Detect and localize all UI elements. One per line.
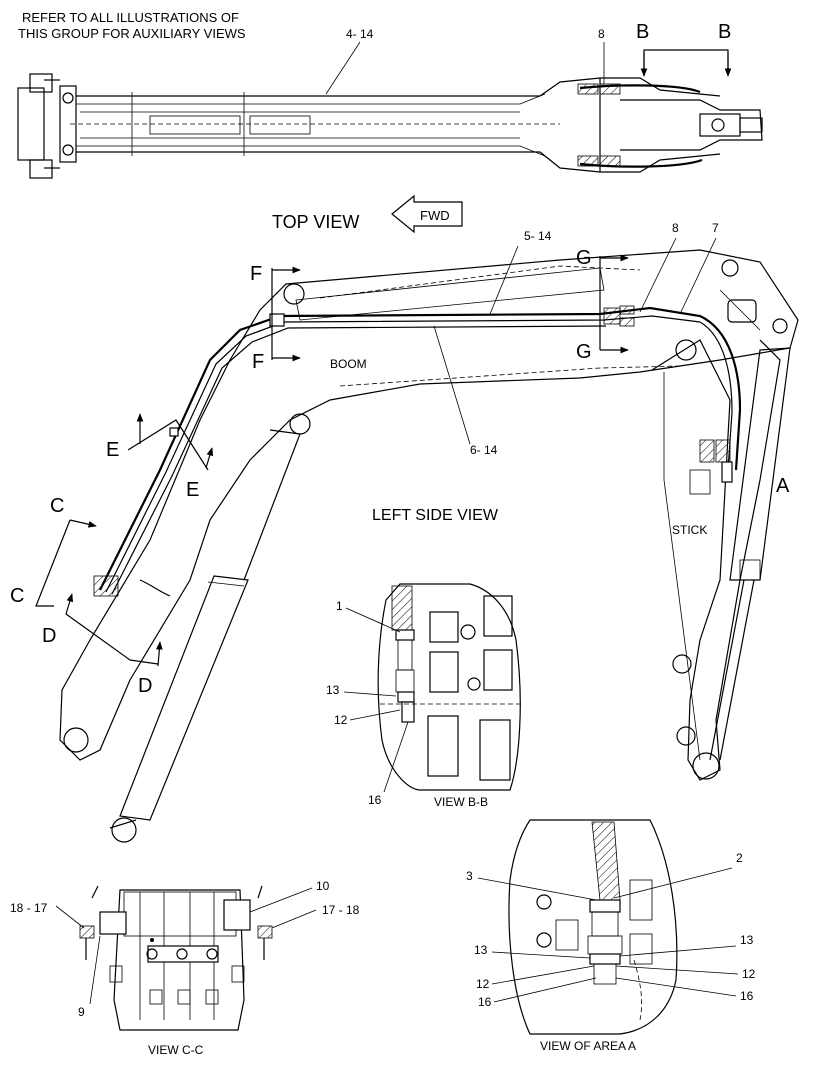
view-area-a: 3 2 13 13 12 12 16 16 VIEW OF AREA A xyxy=(466,819,756,1053)
stick-label: STICK xyxy=(672,523,707,537)
callout-a-3: 3 xyxy=(466,869,473,883)
callout-bb-1: 1 xyxy=(336,599,343,613)
callout-cc-17-18: 17 - 18 xyxy=(322,903,360,917)
callout-cc-9: 9 xyxy=(78,1005,85,1019)
fwd-label: FWD xyxy=(420,208,450,223)
callout-bb-16: 16 xyxy=(368,793,382,807)
view-cc-title: VIEW C-C xyxy=(148,1043,204,1057)
callout-cc-18-17: 18 - 17 xyxy=(10,901,48,915)
callout-a-16-right: 16 xyxy=(740,989,754,1003)
section-e-bottom: E xyxy=(186,479,199,501)
top-view-title: TOP VIEW xyxy=(272,212,359,232)
callout-6-14: 6- 14 xyxy=(470,443,498,457)
section-g-bottom: G xyxy=(576,341,592,363)
left-side-view: F F G G E E C C D D A BOOM STICK LEFT SI… xyxy=(10,221,799,843)
callout-8-side: 8 xyxy=(672,221,679,235)
section-f-bottom: F xyxy=(252,351,264,373)
top-view: B B 4- 14 8 xyxy=(17,21,763,179)
header-note-line-2: THIS GROUP FOR AUXILIARY VIEWS xyxy=(18,26,246,41)
callout-a-2: 2 xyxy=(736,851,743,865)
callout-7-side: 7 xyxy=(712,221,719,235)
section-c-top: C xyxy=(50,495,64,517)
callout-a-16-left: 16 xyxy=(478,995,492,1009)
callout-cc-10: 10 xyxy=(316,879,330,893)
callout-bb-12: 12 xyxy=(334,713,348,727)
section-d-top: D xyxy=(42,625,56,647)
left-side-view-title: LEFT SIDE VIEW xyxy=(372,507,499,524)
callout-bb-13: 13 xyxy=(326,683,340,697)
section-f-top: F xyxy=(250,263,262,285)
callout-4-14: 4- 14 xyxy=(346,27,374,41)
area-a-label: A xyxy=(776,475,790,497)
header-note: REFER TO ALL ILLUSTRATIONS OF THIS GROUP… xyxy=(18,10,246,41)
callout-5-14: 5- 14 xyxy=(524,229,552,243)
section-g-top: G xyxy=(576,247,592,269)
header-note-line-1: REFER TO ALL ILLUSTRATIONS OF xyxy=(22,10,239,25)
view-bb-title: VIEW B-B xyxy=(434,795,488,809)
callout-a-13-right: 13 xyxy=(740,933,754,947)
section-c-bottom: C xyxy=(10,585,24,607)
callout-8-top: 8 xyxy=(598,27,605,41)
callout-a-12-left: 12 xyxy=(476,977,490,991)
section-d-bottom: D xyxy=(138,675,152,697)
section-b-left: B xyxy=(636,21,649,43)
callout-a-12-right: 12 xyxy=(742,967,756,981)
section-e-top: E xyxy=(106,439,119,461)
view-bb: 1 13 12 16 VIEW B-B xyxy=(326,583,521,809)
boom-label: BOOM xyxy=(330,357,367,371)
view-cc: 18 - 17 10 17 - 18 9 VIEW C-C xyxy=(10,879,360,1057)
view-area-a-title: VIEW OF AREA A xyxy=(540,1039,636,1053)
callout-a-13-left: 13 xyxy=(474,943,488,957)
fwd-arrow: FWD xyxy=(391,194,463,234)
section-b-right: B xyxy=(718,21,731,43)
